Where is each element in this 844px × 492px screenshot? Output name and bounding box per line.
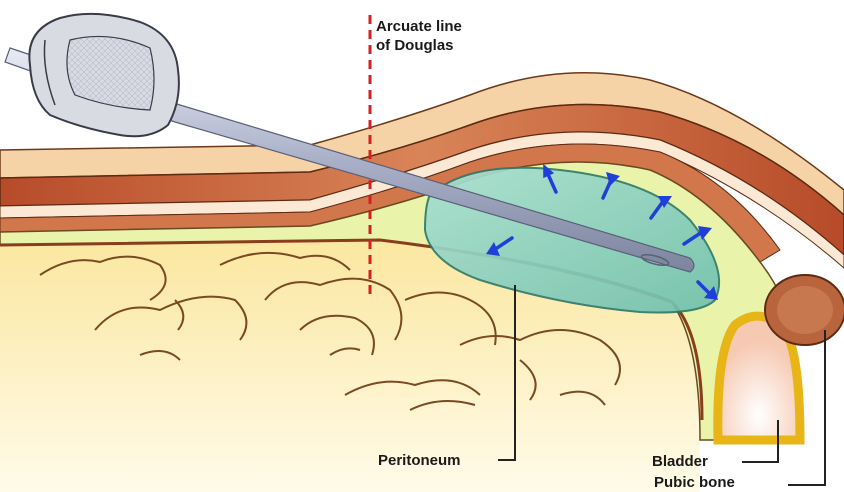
bladder-label: Bladder (652, 453, 708, 471)
pubic-bone-label: Pubic bone (654, 474, 735, 492)
peritoneum-label: Peritoneum (378, 452, 461, 470)
arcuate-line-label-2: of Douglas (376, 37, 454, 55)
trocar-handle[interactable] (29, 14, 179, 136)
arcuate-line-label-1: Arcuate line (376, 18, 462, 36)
